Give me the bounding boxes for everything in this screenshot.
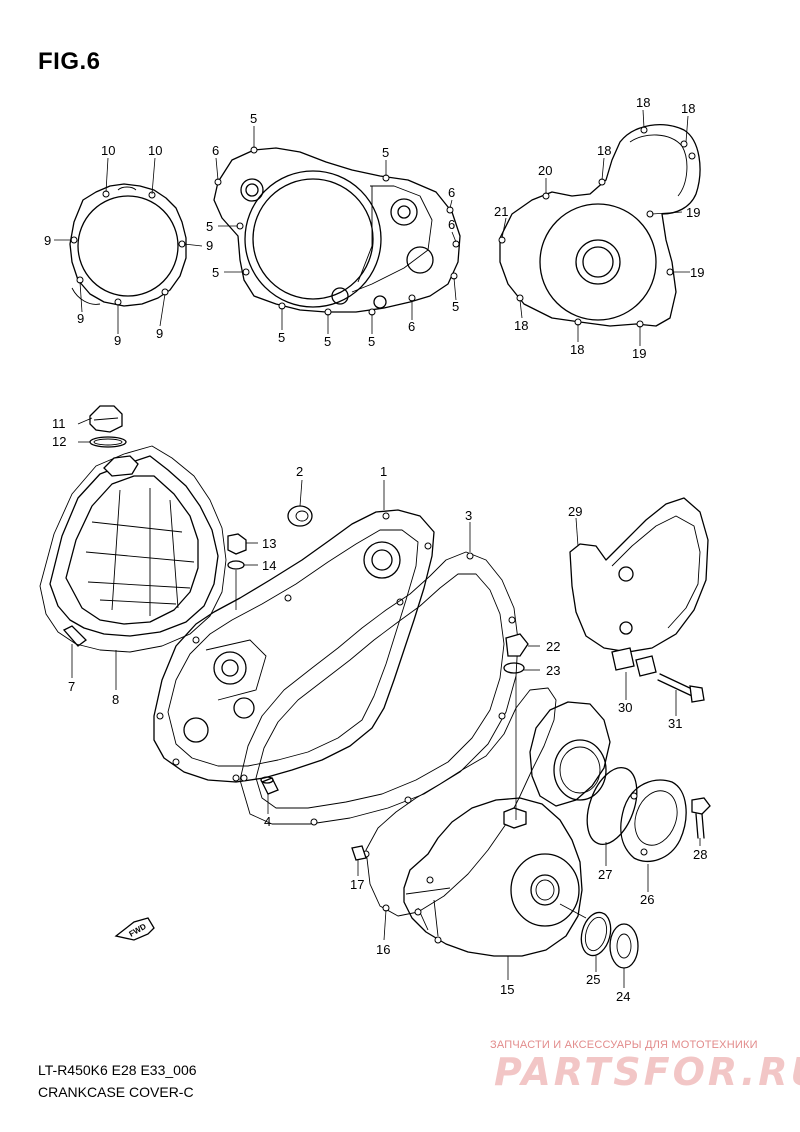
callout-number: 18 xyxy=(636,95,650,110)
callout-number: 19 xyxy=(690,265,704,280)
forward-arrow-icon: FWD xyxy=(114,917,155,941)
callout-number: 6 xyxy=(448,185,455,200)
callout-number: 11 xyxy=(52,416,66,431)
callout-number: 5 xyxy=(368,334,375,349)
callout-number: 9 xyxy=(114,333,121,348)
callout-number: 29 xyxy=(568,504,582,519)
bolt-28 xyxy=(691,797,711,839)
callout-number: 3 xyxy=(465,508,472,523)
callout-number: 6 xyxy=(408,319,415,334)
callout-number: 20 xyxy=(538,163,552,178)
bolt-31 xyxy=(657,673,705,703)
callout-number: 6 xyxy=(212,143,219,158)
washer-14 xyxy=(227,560,245,570)
crankcase-cover-gasket xyxy=(239,551,519,826)
callout-number: 18 xyxy=(681,101,695,116)
callout-number: 19 xyxy=(632,346,646,361)
oil-filler-cap xyxy=(89,405,123,433)
callout-number: 5 xyxy=(250,111,257,126)
callouts-main-diagram: 11 12 2 1 3 13 14 7 8 4 29 22 23 30 31 1… xyxy=(52,416,707,1004)
callout-number: 17 xyxy=(350,877,364,892)
crankcase-cover xyxy=(153,509,435,783)
bolt-13 xyxy=(227,533,247,555)
callout-number: 5 xyxy=(382,145,389,160)
callout-number: 5 xyxy=(206,219,213,234)
crankcase-cover-outline xyxy=(213,146,461,316)
o-ring-23 xyxy=(503,662,525,674)
callout-number: 19 xyxy=(686,205,700,220)
callout-number: 22 xyxy=(546,639,560,654)
callout-number: 18 xyxy=(514,318,528,333)
callout-number: 9 xyxy=(44,233,51,248)
callout-number: 2 xyxy=(296,464,303,479)
dowel-pin-17 xyxy=(351,845,367,861)
watermark-logo: PARTSFOR.RU xyxy=(494,1050,800,1094)
callout-number: 26 xyxy=(640,892,654,907)
callout-number: 10 xyxy=(148,143,162,158)
o-ring-12 xyxy=(89,436,127,448)
callout-number: 8 xyxy=(112,692,119,707)
collar-30 xyxy=(611,647,657,677)
callout-number: 18 xyxy=(597,143,611,158)
callout-number: 21 xyxy=(494,204,508,219)
callout-number: 30 xyxy=(618,700,632,715)
callout-number: 5 xyxy=(324,334,331,349)
outer-clutch-cover xyxy=(49,455,219,647)
callout-number: 31 xyxy=(668,716,682,731)
callout-number: 1 xyxy=(380,464,387,479)
callout-number: 7 xyxy=(68,679,75,694)
callout-number: 5 xyxy=(212,265,219,280)
o-ring-27 xyxy=(586,767,638,845)
callout-number: 4 xyxy=(264,814,271,829)
callout-number: 13 xyxy=(262,536,276,551)
clutch-cover-outline xyxy=(69,183,187,307)
callout-number: 5 xyxy=(278,330,285,345)
callout-number: 12 xyxy=(52,434,66,449)
callout-number: 5 xyxy=(452,299,459,314)
oil-check-plug xyxy=(505,633,529,657)
clutch-cover-gasket xyxy=(39,445,227,653)
callout-number: 10 xyxy=(101,143,115,158)
callout-number: 9 xyxy=(156,326,163,341)
callouts-top-magneto-cover: 18 18 18 20 21 19 19 18 18 19 xyxy=(494,95,704,361)
callout-number: 24 xyxy=(616,989,630,1004)
magneto-cover-gasket xyxy=(362,687,557,917)
o-ring-25 xyxy=(580,911,612,957)
section-name: CRANKCASE COVER-C xyxy=(38,1084,194,1100)
callout-number: 25 xyxy=(586,972,600,987)
starter-cap xyxy=(620,779,687,863)
callouts-top-clutch-cover: 10 10 9 9 9 9 9 xyxy=(44,143,213,348)
callout-number: 23 xyxy=(546,663,560,678)
callouts-top-crankcase-cover: 5 6 5 6 5 5 6 5 5 5 5 6 5 xyxy=(206,111,459,349)
callout-number: 18 xyxy=(570,342,584,357)
figure-title: FIG.6 xyxy=(38,48,101,75)
callout-number: 14 xyxy=(262,558,276,573)
callout-number: 27 xyxy=(598,867,612,882)
magneto-cover-outline xyxy=(498,124,701,328)
starter-housing xyxy=(529,701,611,807)
dowel-pin xyxy=(260,776,279,795)
callout-number: 15 xyxy=(500,982,514,997)
callout-number: 6 xyxy=(448,217,455,232)
callout-number: 16 xyxy=(376,942,390,957)
sprocket-cover xyxy=(569,497,709,653)
magneto-cover xyxy=(403,797,583,957)
leader-lines xyxy=(54,109,701,988)
watermark-tagline: ЗАПЧАСТИ И АКСЕССУАРЫ ДЛЯ МОТОТЕХНИКИ xyxy=(490,1039,758,1051)
callout-number: 9 xyxy=(77,311,84,326)
magneto-plug xyxy=(609,923,639,969)
callout-number: 9 xyxy=(206,238,213,253)
oil-seal xyxy=(287,505,313,527)
callout-number: 28 xyxy=(693,847,707,862)
model-code: LT-R450K6 E28 E33_006 xyxy=(38,1062,197,1078)
